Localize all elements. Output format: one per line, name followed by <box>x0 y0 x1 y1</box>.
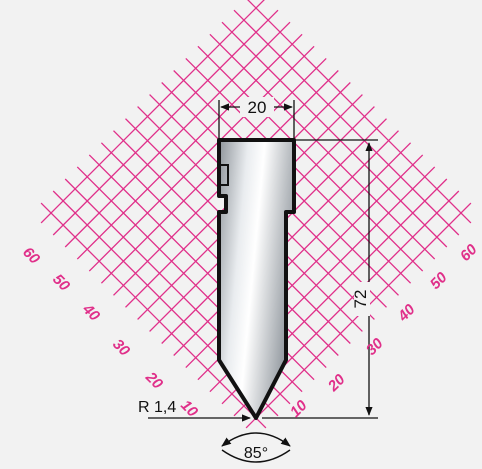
tool-notch <box>219 164 229 186</box>
scale-left-30: 30 <box>109 336 133 360</box>
scale-left-40: 40 <box>78 300 103 325</box>
grid-line <box>100 142 327 369</box>
grid-line <box>185 57 412 284</box>
grid-line <box>221 21 448 248</box>
grid-line <box>40 202 267 429</box>
grid-line <box>40 0 265 224</box>
scale-left-50: 50 <box>49 271 73 295</box>
grid-line <box>247 0 472 224</box>
grid-line <box>233 9 460 236</box>
scale-right-10: 10 <box>287 397 311 421</box>
scale-right-20: 20 <box>324 371 349 396</box>
radius-label: R 1,4 <box>138 399 176 416</box>
grid-line <box>100 57 327 284</box>
height-dimension <box>262 139 378 419</box>
scale-right-40: 40 <box>394 301 419 326</box>
height-label: 72 <box>351 290 370 309</box>
scale-left: 60 50 40 30 20 10 <box>19 244 201 421</box>
width-label: 20 <box>248 98 267 117</box>
grid-line <box>52 9 279 236</box>
grid-line <box>197 45 424 272</box>
scale-right-30: 30 <box>363 335 387 359</box>
grid-line <box>76 33 303 260</box>
scale-right: 10 20 30 40 50 60 <box>287 241 481 421</box>
scale-right-60: 60 <box>457 241 481 265</box>
grid-line <box>64 21 291 248</box>
scale-right-50: 50 <box>427 269 451 293</box>
angle-indicator <box>221 432 291 463</box>
scale-left-20: 20 <box>141 368 166 393</box>
grid-line <box>88 45 315 272</box>
angle-label: 85° <box>244 445 268 462</box>
scale-left-60: 60 <box>19 244 43 268</box>
punch-tool <box>217 138 296 420</box>
grid-line <box>209 33 436 260</box>
